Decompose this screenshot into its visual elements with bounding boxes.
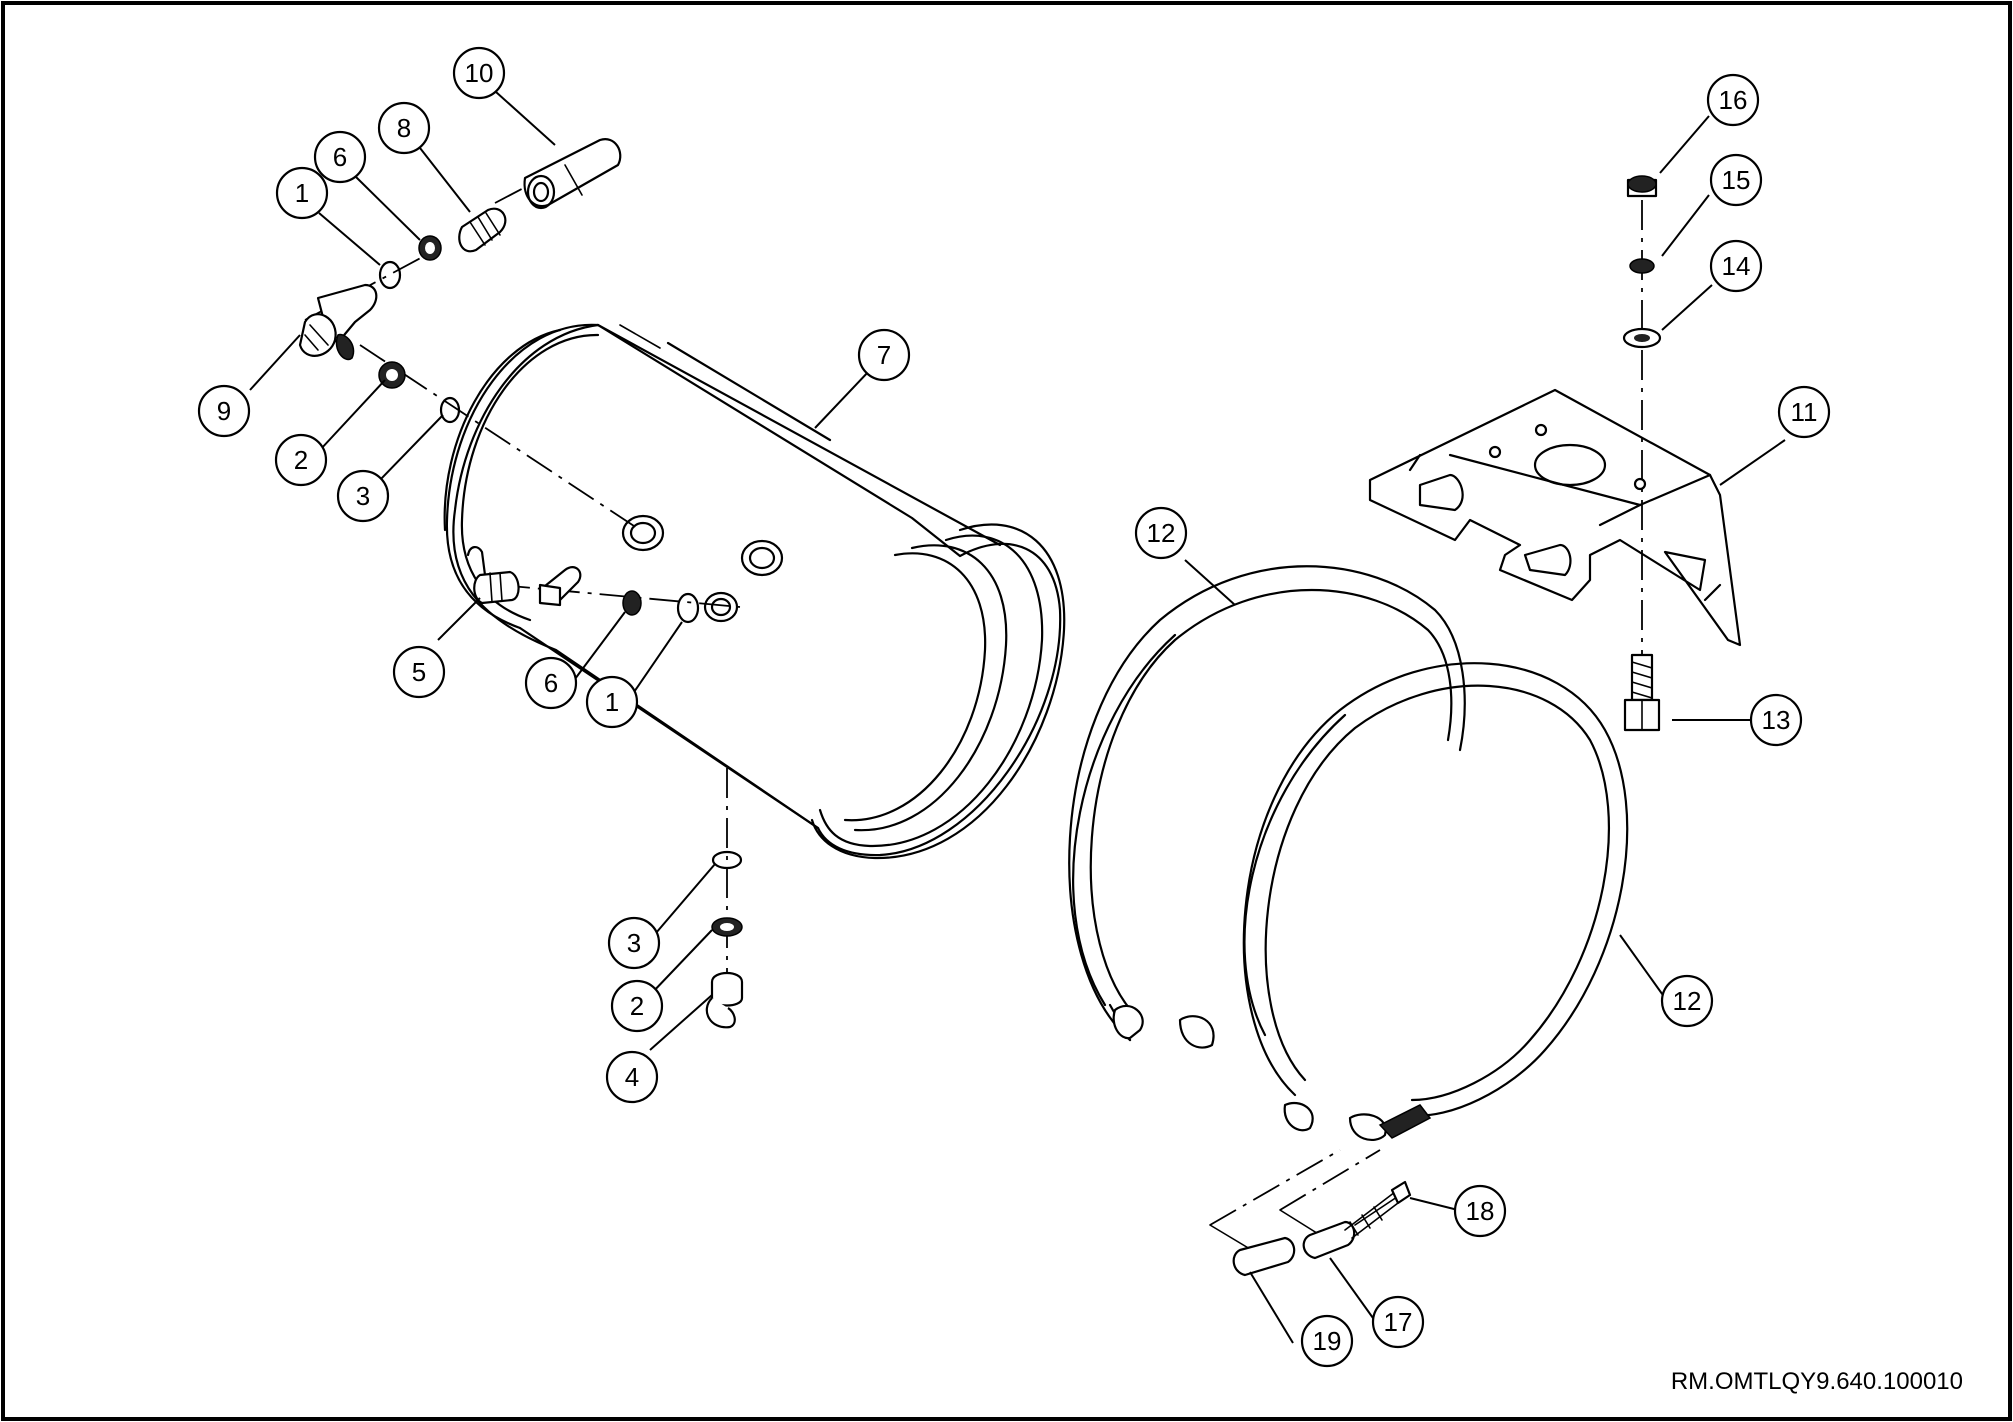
svg-text:5: 5 bbox=[412, 657, 426, 687]
leader-lines bbox=[249, 91, 1786, 1344]
callout-16: 16 bbox=[1706, 73, 1760, 127]
strap-pins-bolt bbox=[1209, 1149, 1412, 1277]
callout-1-top: 1 bbox=[275, 166, 329, 220]
svg-text:1: 1 bbox=[605, 687, 619, 717]
callout-7: 7 bbox=[857, 328, 911, 382]
callout-2-top: 2 bbox=[274, 433, 328, 487]
svg-text:19: 19 bbox=[1313, 1326, 1342, 1356]
air-tank bbox=[443, 323, 1066, 860]
callout-6-top: 6 bbox=[313, 130, 367, 184]
callout-3-top: 3 bbox=[336, 469, 390, 523]
svg-text:15: 15 bbox=[1722, 165, 1751, 195]
callout-4: 4 bbox=[605, 1050, 659, 1104]
svg-text:1: 1 bbox=[295, 178, 309, 208]
callout-14: 14 bbox=[1709, 239, 1763, 293]
svg-text:6: 6 bbox=[333, 142, 347, 172]
svg-text:14: 14 bbox=[1722, 251, 1751, 281]
callout-19: 19 bbox=[1300, 1314, 1354, 1368]
callout-13: 13 bbox=[1749, 693, 1803, 747]
svg-text:16: 16 bbox=[1719, 85, 1748, 115]
svg-text:9: 9 bbox=[217, 396, 231, 426]
svg-text:13: 13 bbox=[1762, 705, 1791, 735]
svg-text:8: 8 bbox=[397, 113, 411, 143]
svg-text:17: 17 bbox=[1384, 1307, 1413, 1337]
callout-1-side: 1 bbox=[585, 675, 639, 729]
svg-text:10: 10 bbox=[465, 58, 494, 88]
callout-18: 18 bbox=[1453, 1184, 1507, 1238]
callout-5: 5 bbox=[392, 645, 446, 699]
bracket-fasteners bbox=[1622, 175, 1662, 732]
svg-text:11: 11 bbox=[1791, 397, 1818, 427]
svg-text:3: 3 bbox=[627, 928, 641, 958]
fitting-stack-side bbox=[473, 566, 741, 624]
callout-6-side: 6 bbox=[524, 656, 578, 710]
callout-15: 15 bbox=[1709, 153, 1763, 207]
tank-straps bbox=[1068, 565, 1629, 1141]
fitting-stack-top bbox=[298, 138, 641, 531]
callout-8: 8 bbox=[377, 101, 431, 155]
callout-10: 10 bbox=[452, 46, 506, 100]
drain-stack bbox=[705, 768, 744, 1029]
callout-3-bottom: 3 bbox=[607, 916, 661, 970]
callout-9: 9 bbox=[197, 384, 251, 438]
callout-12-left: 12 bbox=[1134, 506, 1188, 560]
mounting-bracket bbox=[1368, 388, 1742, 647]
svg-text:2: 2 bbox=[630, 991, 644, 1021]
callout-2-bottom: 2 bbox=[610, 979, 664, 1033]
callout-11: 11 bbox=[1777, 385, 1831, 439]
svg-text:12: 12 bbox=[1673, 986, 1702, 1016]
svg-text:18: 18 bbox=[1466, 1196, 1495, 1226]
svg-text:7: 7 bbox=[877, 340, 891, 370]
svg-text:6: 6 bbox=[544, 668, 558, 698]
svg-text:3: 3 bbox=[356, 481, 370, 511]
svg-text:4: 4 bbox=[625, 1062, 639, 1092]
callout-12-right: 12 bbox=[1660, 974, 1714, 1028]
callout-17: 17 bbox=[1371, 1295, 1425, 1349]
svg-text:12: 12 bbox=[1147, 518, 1176, 548]
drawing-code: RM.OMTLQY9.640.100010 bbox=[1670, 1368, 1963, 1395]
svg-text:2: 2 bbox=[294, 445, 308, 475]
